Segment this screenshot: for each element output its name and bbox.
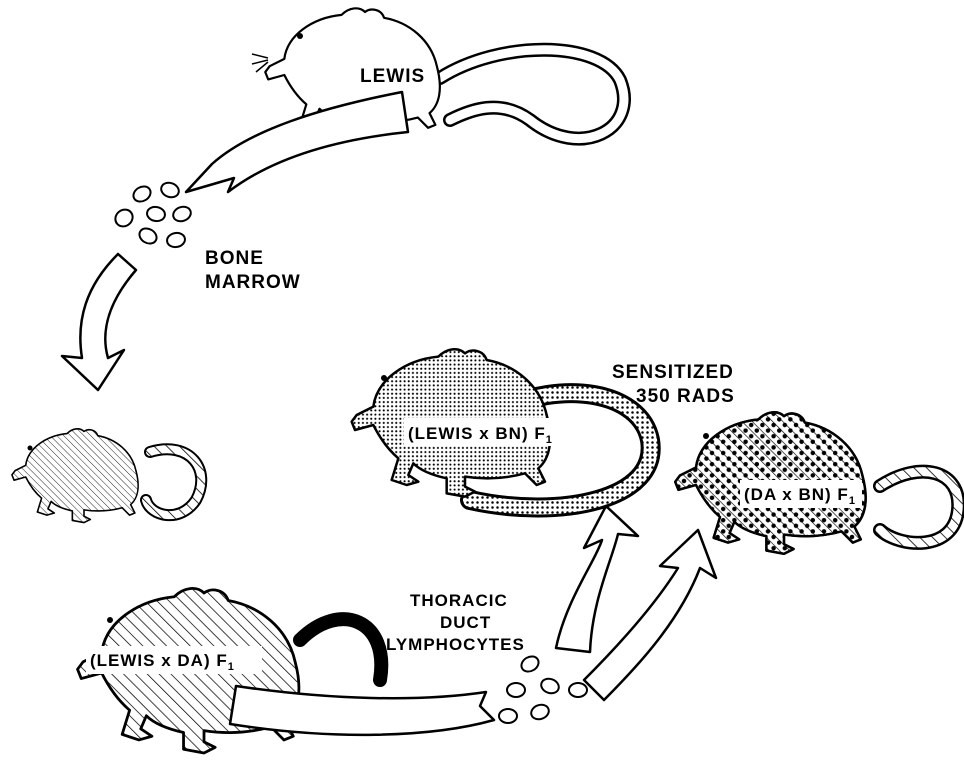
curved-arrow-icon <box>556 506 638 652</box>
curved-arrow-icon <box>186 92 408 192</box>
curved-arrow-icon <box>62 254 136 390</box>
cell-cluster-icon <box>499 653 587 723</box>
label-lewis: LEWIS <box>360 66 425 87</box>
label-lewis-da: (LEWIS x DA) F1 <box>90 651 235 673</box>
label-thoracic: THORACIC <box>410 591 508 610</box>
rat-icon-chimera <box>12 429 201 523</box>
label-lewis-bn: (LEWIS x BN) F1 <box>408 424 553 446</box>
label-bone: BONE <box>205 248 264 269</box>
label-marrow: MARROW <box>205 272 301 293</box>
label-duct: DUCT <box>440 613 491 632</box>
label-lymphocytes: LYMPHOCYTES <box>386 635 525 654</box>
curved-arrow-icon <box>230 686 494 735</box>
label-da-bn: (DA x BN) F1 <box>744 485 856 507</box>
label-sensitized: SENSITIZED <box>612 362 734 383</box>
cell-cluster-icon <box>112 180 193 248</box>
label-350-rads: 350 RADS <box>636 386 735 407</box>
